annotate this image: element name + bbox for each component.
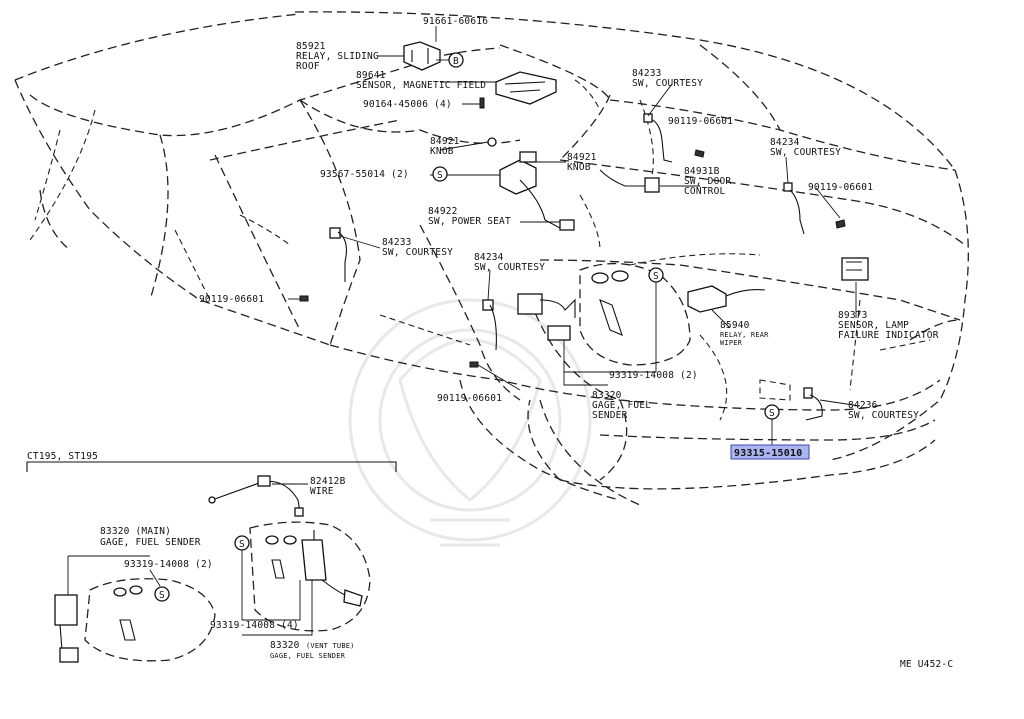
callout-84233b-name: SW, COURTESY bbox=[382, 247, 453, 258]
callout-90164: 90164-45006 (4) bbox=[363, 99, 452, 110]
courtesy-switch-84233-rear-part bbox=[643, 113, 673, 163]
fuel-sender-main-inset-part bbox=[54, 594, 79, 663]
screw-90119-a bbox=[694, 149, 705, 158]
power-seat-switch-part bbox=[499, 159, 575, 231]
callout-84233a-number: 84233 bbox=[632, 68, 662, 79]
callout-91661: 91661-60616 bbox=[423, 16, 488, 27]
callout-84931-name-2: CONTROL bbox=[684, 186, 726, 197]
callout-83320-name-2: SENDER bbox=[592, 410, 628, 421]
screw-90164 bbox=[479, 97, 485, 109]
watermark-emblem bbox=[348, 298, 592, 547]
leader-lines bbox=[288, 26, 861, 445]
callout-84236-number: 84236 bbox=[848, 400, 878, 411]
fuel-tank-inset-left bbox=[84, 578, 216, 662]
fuel-sender-vent-part bbox=[301, 530, 363, 607]
inset-83320-main-name: GAGE, FUEL SENDER bbox=[100, 537, 201, 548]
courtesy-switch-84234-right-part bbox=[783, 182, 805, 235]
inset-83320-main-number: 83320 (MAIN) bbox=[100, 526, 171, 537]
callout-89641-name: SENSOR, MAGNETIC FIELD bbox=[356, 80, 486, 91]
svg-text:S: S bbox=[159, 590, 165, 601]
callout-84234a-name: SW, COURTESY bbox=[770, 147, 841, 158]
callout-84922-name: SW, POWER SEAT bbox=[428, 216, 511, 227]
fuel-tank-main bbox=[579, 262, 691, 366]
callout-84921a-number: 84921 bbox=[430, 136, 460, 147]
lamp-failure-sensor-part bbox=[841, 257, 869, 281]
screw-90119-c bbox=[299, 295, 309, 302]
callout-85921-name: RELAY, SLIDING bbox=[296, 51, 379, 62]
marker-s-inset-1: S bbox=[154, 586, 170, 602]
callout-89641-number: 89641 bbox=[356, 70, 386, 81]
rear-wiper-relay-part bbox=[687, 285, 766, 313]
callout-84922-number: 84922 bbox=[428, 206, 458, 217]
highlighted-part-93315[interactable]: 93315-15010 bbox=[730, 444, 810, 460]
callout-89373-name: SENSOR, LAMP bbox=[838, 320, 909, 331]
callout-90119a: 90119-06601 bbox=[668, 116, 733, 127]
callout-84931-name: SW, DOOR bbox=[684, 176, 731, 187]
callout-83320-number: 83320 bbox=[592, 390, 622, 401]
inset-82412-number: 82412B bbox=[310, 476, 346, 487]
marker-s-2: S bbox=[648, 267, 664, 283]
inset-93319b: 93319-14008 (2) bbox=[124, 559, 213, 570]
inset-83320-vent-name: GAGE, FUEL SENDER bbox=[270, 652, 346, 660]
wire-82412-part bbox=[208, 475, 304, 517]
inset-83320-vent-note: (VENT TUBE) bbox=[306, 642, 355, 650]
courtesy-switch-84236-part bbox=[803, 387, 823, 421]
callout-90119d: 90119-06601 bbox=[437, 393, 502, 404]
callout-93567: 93567-55014 (2) bbox=[320, 169, 409, 180]
callout-84921b-number: 84921 bbox=[567, 152, 597, 163]
callout-85921-name-2: ROOF bbox=[296, 61, 320, 72]
callout-labels: 91661-60616 85921 RELAY, SLIDING ROOF 89… bbox=[199, 16, 939, 421]
marker-b: B bbox=[448, 52, 464, 68]
knob-84921-part bbox=[487, 137, 537, 163]
svg-text:S: S bbox=[437, 170, 443, 181]
courtesy-switch-84233-left-part bbox=[329, 227, 347, 282]
callout-84921b-name: KNOB bbox=[567, 162, 591, 173]
callout-84234b-number: 84234 bbox=[474, 252, 504, 263]
callout-89373-name-2: FAILURE INDICATOR bbox=[838, 330, 939, 341]
fuel-tank-inset-right bbox=[249, 521, 371, 632]
callout-90119b: 90119-06601 bbox=[808, 182, 873, 193]
callout-90119c: 90119-06601 bbox=[199, 294, 264, 305]
callout-85940-name-2: WIPER bbox=[720, 339, 743, 347]
inset-ct195-st195: CT195, ST195 82412B WIRE S bbox=[26, 451, 397, 663]
callout-93319a: 93319-14008 (2) bbox=[609, 370, 698, 381]
svg-text:S: S bbox=[239, 539, 245, 550]
inset-83320-vent-number: 83320 bbox=[270, 640, 300, 651]
callout-84233a-name: SW, COURTESY bbox=[632, 78, 703, 89]
magnetic-field-sensor-part bbox=[495, 71, 557, 105]
callout-84236-name: SW, COURTESY bbox=[848, 410, 919, 421]
screw-90119-d bbox=[469, 361, 479, 368]
marker-s-1: S bbox=[432, 166, 448, 182]
callout-84921a-name: KNOB bbox=[430, 146, 454, 157]
callout-85940-name: RELAY, REAR bbox=[720, 331, 769, 339]
door-control-switch-part bbox=[599, 169, 660, 193]
screw-90119-b bbox=[835, 219, 846, 229]
callout-84234a-number: 84234 bbox=[770, 137, 800, 148]
diagram-id: ME U452-C bbox=[900, 659, 953, 670]
callout-93315: 93315-15010 bbox=[734, 448, 802, 459]
fuel-sender-main-part bbox=[517, 293, 576, 341]
callout-85940-number: 85940 bbox=[720, 320, 750, 331]
svg-text:S: S bbox=[653, 271, 659, 282]
svg-text:B: B bbox=[453, 56, 459, 67]
callout-84233b-number: 84233 bbox=[382, 237, 412, 248]
vehicle-body-outline bbox=[14, 11, 969, 506]
callout-89373-number: 89373 bbox=[838, 310, 868, 321]
inset-82412-name: WIRE bbox=[310, 486, 334, 497]
callout-83320-name: GAGE, FUEL bbox=[592, 400, 651, 411]
relay-sliding-roof-part bbox=[403, 41, 441, 71]
marker-s-3: S bbox=[764, 404, 780, 420]
callout-85921-number: 85921 bbox=[296, 41, 326, 52]
inset-93319c: 93319-14008 (4) bbox=[210, 620, 299, 631]
svg-text:S: S bbox=[769, 408, 775, 419]
marker-s-inset-2: S bbox=[234, 535, 250, 551]
callout-84931-number: 84931B bbox=[684, 166, 720, 177]
callout-84234b-name: SW, COURTESY bbox=[474, 262, 545, 273]
inset-title: CT195, ST195 bbox=[27, 451, 98, 462]
